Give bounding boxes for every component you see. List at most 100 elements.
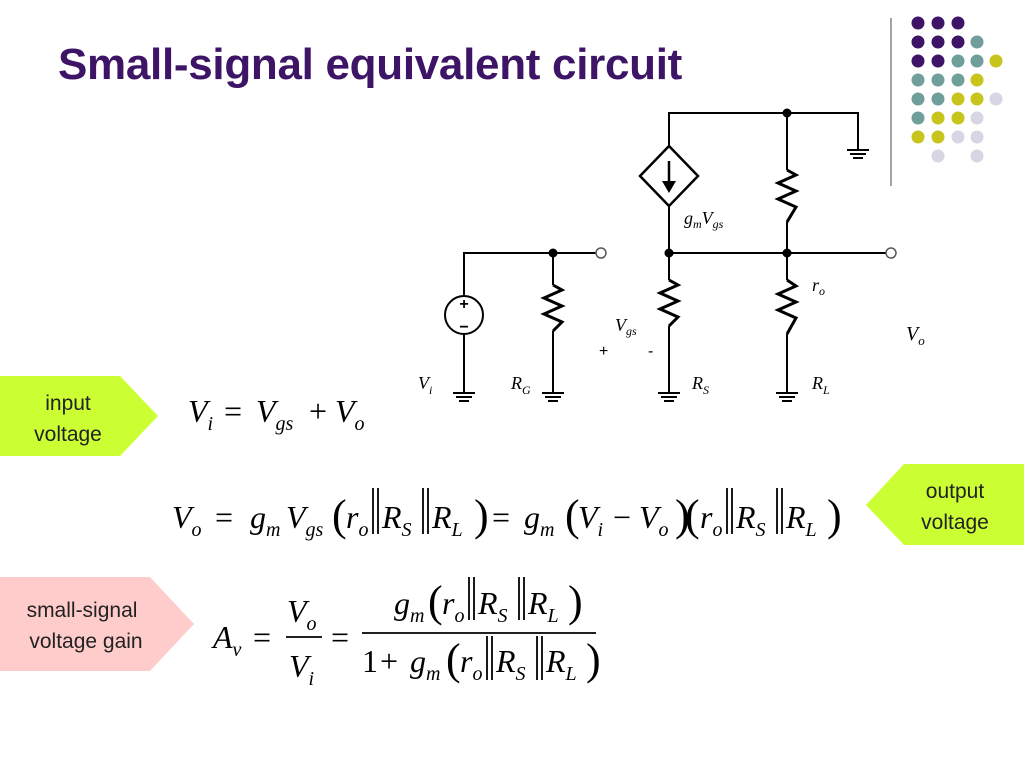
junction-dots <box>548 108 792 258</box>
dot <box>970 92 984 106</box>
dot <box>951 73 965 87</box>
dot <box>970 111 984 125</box>
dot <box>911 35 925 49</box>
resistor-rl <box>774 278 800 335</box>
eq3-num-rs: RS <box>477 585 508 627</box>
dot <box>931 149 945 163</box>
callout-output-line2: voltage <box>921 511 989 534</box>
ground-symbol <box>542 392 564 402</box>
eq2-equals2: = <box>492 499 510 535</box>
voltage-source-minus: − <box>459 319 468 336</box>
eq1-plus: + <box>309 393 327 429</box>
eq2-equals: = <box>215 499 233 535</box>
dot <box>951 130 965 144</box>
eq3-num-paren-close: ) <box>568 577 583 626</box>
eq2-rs: RS <box>381 499 412 541</box>
dot <box>951 54 965 68</box>
dot <box>989 54 1003 68</box>
callout-output-shape <box>866 464 1024 545</box>
dot <box>911 130 925 144</box>
label-rs: RS <box>691 373 709 397</box>
resistor-rs <box>656 278 682 328</box>
ground-symbols <box>453 149 869 402</box>
parallel-symbol <box>372 488 379 534</box>
eq2-paren-close3: ) <box>827 491 842 540</box>
callout-input-line2: voltage <box>34 423 102 446</box>
eq1-lhs: Vi <box>188 393 213 435</box>
eq2-rl: RL <box>431 499 463 541</box>
eq3-den-paren-open: ( <box>446 635 461 684</box>
ground-symbol <box>658 392 680 402</box>
eq3-den-gm: gm <box>410 643 440 685</box>
ground-symbol <box>453 392 475 402</box>
label-rl: RL <box>811 373 830 397</box>
eq3-equals: = <box>253 619 271 655</box>
dot <box>970 149 984 163</box>
eq1-vgs: Vgs <box>256 393 294 435</box>
eq1-equals: = <box>224 393 242 429</box>
resistor-ro <box>774 168 800 223</box>
parallel-symbol <box>726 488 733 534</box>
eq3-av: Av <box>211 619 242 661</box>
callout-output-line1: output <box>926 480 985 503</box>
eq2-rl2: RL <box>785 499 817 541</box>
eq3-den-paren-close: ) <box>586 635 601 684</box>
dot <box>989 92 1003 106</box>
eq3-num-rl: RL <box>527 585 559 627</box>
eq3-den-plus: + <box>380 643 398 679</box>
dot <box>931 111 945 125</box>
eq1-vo: Vo <box>335 393 365 435</box>
dot <box>931 130 945 144</box>
callout-voltage-gain: small-signal voltage gain <box>0 577 194 671</box>
circuit-resistors <box>540 168 800 335</box>
dot <box>931 54 945 68</box>
callout-input-shape <box>0 376 158 456</box>
callout-gain-line2: voltage gain <box>29 630 142 653</box>
callout-input-line1: input <box>45 392 91 415</box>
eq2-paren-open2: ( <box>565 491 580 540</box>
equation-output-voltage: Vo = gm Vgs ( ro RS RL ) = gm ( Vi − Vo … <box>172 488 842 541</box>
dependent-current-source <box>638 144 700 208</box>
parallel-symbol <box>422 488 429 534</box>
label-ro: ro <box>812 275 825 298</box>
junction-dot <box>782 108 792 118</box>
dot <box>911 16 925 30</box>
dot <box>951 35 965 49</box>
wire <box>668 112 859 150</box>
eq3-den-rl: RL <box>545 643 577 685</box>
eq2-rs2: RS <box>735 499 766 541</box>
eq2-paren-open: ( <box>332 491 347 540</box>
dot <box>931 35 945 49</box>
label-vo: Vo <box>906 323 925 348</box>
dot <box>970 54 984 68</box>
eq2-lhs: Vo <box>172 499 202 541</box>
equation-input-voltage: Vi = Vgs + Vo <box>188 393 365 435</box>
eq2-vi: Vi <box>578 499 603 541</box>
eq3-den-one: 1 <box>362 643 378 679</box>
dot <box>970 35 984 49</box>
slide-title: Small-signal equivalent circuit <box>58 40 682 89</box>
voltage-source-circle <box>444 295 484 335</box>
junction-dot <box>664 248 674 258</box>
parallel-symbol <box>536 636 543 680</box>
eq3-num-vo: Vo <box>287 593 317 635</box>
ground-symbol <box>847 149 869 159</box>
dot <box>931 16 945 30</box>
eq2-gm: gm <box>250 499 280 541</box>
eq3-num-paren-open: ( <box>428 577 443 626</box>
dot <box>911 92 925 106</box>
eq3-den-vi: Vi <box>289 648 314 690</box>
input-terminal <box>595 247 607 259</box>
junction-dot <box>548 248 558 258</box>
output-terminal <box>885 247 897 259</box>
eq2-paren-close: ) <box>474 491 489 540</box>
label-vi: Vi <box>418 373 432 397</box>
label-rg: RG <box>510 373 531 397</box>
dot-grid-dots <box>911 16 1003 163</box>
junction-dot <box>782 248 792 258</box>
callout-gain-shape <box>0 577 194 671</box>
equation-voltage-gain: Av = Vo Vi = gm ( ro RS RL ) 1 + gm ( ro… <box>211 577 601 690</box>
